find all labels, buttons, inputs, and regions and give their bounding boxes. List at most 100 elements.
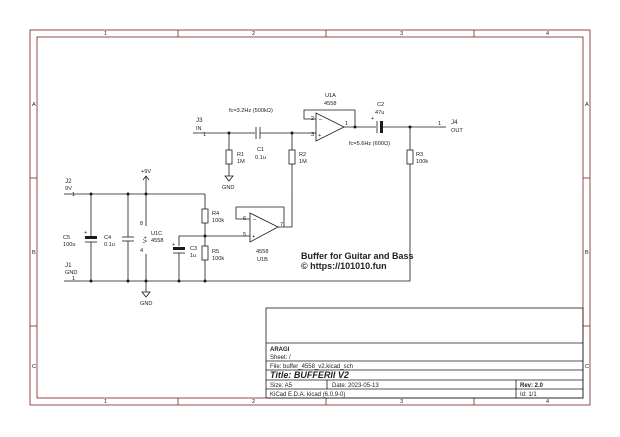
wire-u1a-feedback (303, 109, 356, 127)
svg-text:R4: R4 (212, 211, 219, 217)
svg-text:C4: C4 (104, 235, 111, 241)
svg-text:100u: 100u (63, 242, 75, 248)
junction-gnd-c5 (89, 279, 93, 283)
svg-text:U1B: U1B (257, 257, 268, 263)
svg-text:4558: 4558 (324, 101, 336, 107)
svg-text:C1: C1 (257, 147, 264, 153)
svg-text:IN: IN (196, 126, 202, 132)
svg-text:4558: 4558 (151, 238, 163, 244)
svg-text:C3: C3 (190, 246, 197, 252)
col-label-3-top: 3 (400, 31, 403, 37)
gnd-symbol-r1: GND (222, 175, 234, 191)
headline-text: Buffer for Guitar and Bass (301, 251, 414, 261)
svg-text:J4: J4 (451, 119, 458, 126)
svg-text:GND: GND (222, 185, 234, 191)
svg-text:C2: C2 (377, 102, 384, 108)
c4-capacitor: C4 0.1u (104, 194, 134, 281)
svg-text:1u: 1u (190, 253, 196, 259)
tb-company: ARAGI (270, 347, 290, 353)
col-label-3-bottom: 3 (400, 399, 403, 405)
svg-text:1: 1 (72, 276, 75, 282)
inner-frame (36, 36, 584, 399)
vcc-symbol: +9V (141, 169, 151, 194)
svg-text:R1: R1 (237, 152, 244, 158)
j2-power-connector: J2 9V 1 (64, 178, 75, 198)
col-label-2-bottom: 2 (252, 399, 255, 405)
svg-text:+: + (84, 230, 87, 236)
c1-capacitor: C1 0.1u (255, 127, 266, 161)
svg-text:J3: J3 (196, 117, 203, 124)
j3-input-connector: J3 IN 1 (193, 117, 206, 138)
svg-text:7: 7 (280, 222, 283, 228)
svg-text:R2: R2 (299, 152, 306, 158)
wire-c3-bias (178, 235, 205, 246)
svg-text:100k: 100k (212, 256, 224, 262)
tb-title: Title: BUFFERII V2 (270, 370, 349, 380)
tb-date: Date: 2023-05-13 (332, 383, 379, 389)
u1a-opamp: – + 2 3 1 U1A 4558 (311, 93, 348, 142)
junction-gnd-c4 (126, 279, 130, 283)
svg-text:+: + (318, 133, 321, 139)
u1c-opamp-power: 8 4 V+ U1C 4558 (140, 194, 163, 281)
svg-text:–: – (319, 117, 323, 123)
url-text: © https://101010.fun (301, 261, 387, 271)
svg-text:V+: V+ (143, 236, 149, 243)
svg-text:OUT: OUT (451, 128, 463, 134)
r3-resistor: R3 100k (406, 127, 428, 165)
row-label-b-right: B (585, 250, 589, 256)
svg-text:1M: 1M (237, 159, 245, 165)
col-label-4-top: 4 (546, 31, 549, 37)
col-label-2-top: 2 (252, 31, 255, 37)
wire-r3-gnd-rail (75, 164, 411, 282)
svg-text:9V: 9V (65, 186, 72, 192)
svg-text:1M: 1M (299, 159, 307, 165)
r1-resistor: R1 1M (225, 133, 245, 176)
svg-text:100k: 100k (416, 159, 428, 165)
svg-text:47u: 47u (375, 110, 384, 116)
svg-text:100k: 100k (212, 218, 224, 224)
junction-u1a-out (353, 125, 357, 129)
title-block (265, 307, 584, 399)
c2-capacitor: + C2 47u (371, 102, 384, 133)
svg-text:4: 4 (140, 248, 143, 254)
c5-capacitor: + C5 100u (63, 194, 97, 281)
gnd-symbol-main: GND (140, 281, 152, 307)
svg-text:C5: C5 (63, 235, 70, 241)
tb-file: File: buffer_4558_v2.kicad_sch (270, 364, 353, 370)
svg-text:R3: R3 (416, 152, 423, 158)
svg-text:3: 3 (311, 132, 314, 138)
svg-text:1: 1 (438, 121, 441, 127)
column-markers (30, 30, 590, 405)
tb-sheet: Sheet: / (270, 355, 291, 361)
svg-text:J2: J2 (65, 178, 72, 185)
tb-tool: KiCad E.D.A. kicad (6.0.9-0) (270, 392, 345, 398)
svg-text:GND: GND (140, 301, 152, 307)
tb-size: Size: A5 (270, 383, 293, 389)
col-label-4-bottom: 4 (546, 399, 549, 405)
tb-id: Id: 1/1 (520, 392, 537, 398)
svg-text:U1C: U1C (151, 231, 162, 237)
r4-resistor: R4 100k (201, 194, 224, 246)
tb-rev: Rev: 2.0 (520, 383, 544, 389)
svg-text:0.1u: 0.1u (255, 155, 266, 161)
row-label-a-left: A (32, 102, 36, 108)
svg-text:+: + (172, 242, 175, 248)
j1-ground-connector: J1 GND 1 (64, 262, 77, 282)
svg-text:0.1u: 0.1u (104, 242, 115, 248)
svg-text:J1: J1 (65, 262, 72, 269)
r5-resistor: R5 100k (201, 245, 224, 281)
note-fc1: fc=3.2Hz (500kΩ) (229, 108, 273, 114)
row-label-a-right: A (585, 102, 589, 108)
col-label-1-top: 1 (104, 31, 107, 37)
svg-text:R5: R5 (212, 249, 219, 255)
svg-text:+: + (252, 234, 255, 240)
col-label-1-bottom: 1 (104, 399, 107, 405)
svg-text:1: 1 (345, 121, 348, 127)
svg-text:+9V: +9V (141, 169, 151, 175)
svg-text:U1A: U1A (325, 93, 336, 99)
svg-text:1: 1 (72, 192, 75, 198)
svg-text:4558: 4558 (256, 249, 268, 255)
wire-u1b-out-r2 (278, 195, 293, 228)
row-label-c-left: C (32, 364, 36, 370)
wire-u1b-feedback (235, 206, 285, 227)
